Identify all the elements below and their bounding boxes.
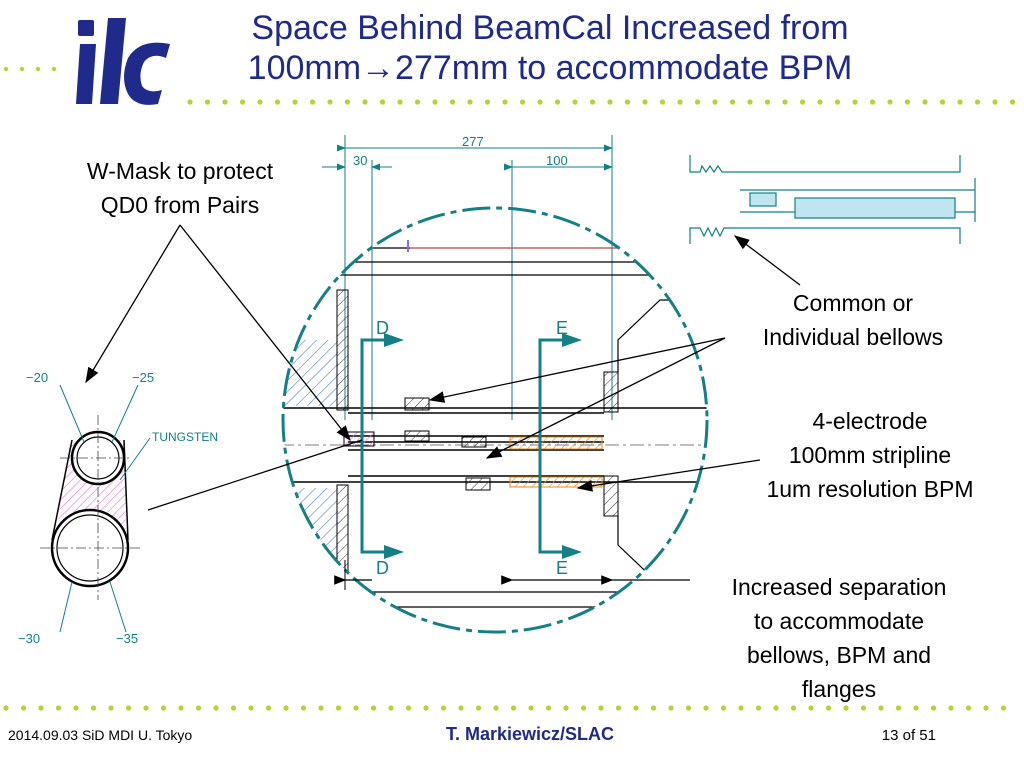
footer-author: T. Markiewicz/SLAC xyxy=(445,724,615,744)
footer-date-event: 2014.09.03 SiD MDI U. Tokyo xyxy=(8,727,193,743)
bellows-callout-line2: Individual bellows xyxy=(762,324,944,350)
section-e-label-top: E xyxy=(556,318,568,338)
dimension-100-label: 100 xyxy=(546,153,568,168)
separation-callout-line2: to accommodate xyxy=(753,608,925,634)
slide-title-line1: Space Behind BeamCal Increased from xyxy=(251,9,849,47)
slide-title-line2: 100mm→277mm to accommodate BPM xyxy=(247,49,853,87)
diameter-25-label: −25 xyxy=(132,370,154,385)
wmask-callout-line1: W-Mask to protect xyxy=(86,158,274,184)
detail-circle xyxy=(281,206,709,634)
footer-page-number: 13 of 51 xyxy=(881,727,936,744)
section-e-label-bottom: E xyxy=(556,558,568,578)
dimension-lines xyxy=(322,135,613,420)
dimension-277-label: 277 xyxy=(462,134,484,149)
tungsten-label: TUNGSTEN xyxy=(152,430,218,444)
detail-view xyxy=(283,240,707,608)
wmask-callout-line2: QD0 from Pairs xyxy=(100,192,260,218)
separation-callout-line1: Increased separation xyxy=(731,574,947,600)
beamcal-technical-drawing: 277 30 100 xyxy=(18,134,976,646)
separation-callout-line3: bellows, BPM and xyxy=(746,642,932,668)
bellows-callout-line1: Common or xyxy=(792,290,914,316)
bellows-callout: Common or Individual bellows xyxy=(718,286,988,354)
diameter-30-label: −30 xyxy=(18,631,40,646)
separation-callout: Increased separation to accommodate bell… xyxy=(694,570,984,706)
decorative-dot-rule-top xyxy=(3,66,1016,105)
section-d-label-top: D xyxy=(376,318,389,338)
bellows-inset xyxy=(689,155,976,244)
ilc-logo xyxy=(76,18,170,105)
wmask-cross-section xyxy=(40,384,151,633)
bpm-callout-line3: 1um resolution BPM xyxy=(766,476,974,502)
dimension-30-label: 30 xyxy=(353,153,367,168)
decorative-dot-rule-bottom xyxy=(3,705,1007,711)
bpm-callout-line1: 4-electrode xyxy=(812,408,928,434)
diameter-35-label: −35 xyxy=(116,631,138,646)
wmask-callout: W-Mask to protect QD0 from Pairs xyxy=(40,154,320,222)
separation-callout-line4: flanges xyxy=(801,676,877,702)
bpm-callout: 4-electrode 100mm stripline 1um resoluti… xyxy=(730,404,1010,506)
section-d-label-bottom: D xyxy=(376,558,389,578)
diameter-20-label: −20 xyxy=(26,370,48,385)
bpm-callout-line2: 100mm stripline xyxy=(788,442,952,468)
